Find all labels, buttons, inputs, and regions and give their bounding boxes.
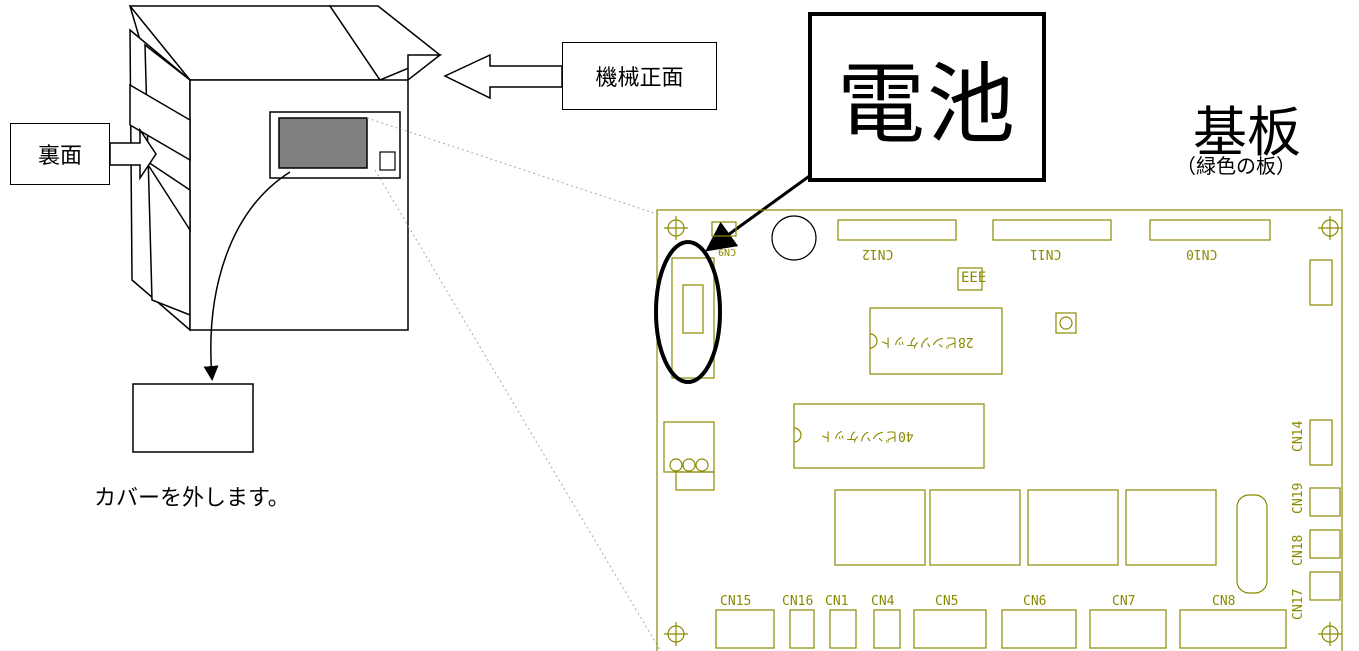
pcb-label-cn11: CN11 (1030, 246, 1062, 261)
pcb-label-cn18: CN18 (1291, 534, 1306, 566)
projection-line-bottom (374, 169, 661, 651)
pcb-label-cn8: CN8 (1212, 594, 1236, 609)
pcb-label-cn7: CN7 (1112, 594, 1136, 609)
pcb-label-cn12: CN12 (862, 246, 894, 261)
back-arrow (109, 127, 157, 181)
battery-label-box: 電池 (808, 12, 1046, 182)
back-label-box: 裏面 (10, 123, 110, 185)
pcb-label-cn15: CN15 (720, 594, 752, 609)
pcb-label-cn5: CN5 (935, 594, 959, 609)
projection-line-top (366, 117, 661, 216)
front-arrow (443, 53, 563, 100)
pcb-label-cn17: CN17 (1291, 588, 1306, 620)
pcb-dip-switch: EEE (961, 270, 987, 286)
panel-latch (379, 151, 396, 171)
battery-label: 電池 (836, 52, 1017, 156)
cover-note: カバーを外します。 (94, 486, 290, 511)
pcb-label-cn4: CN4 (871, 594, 895, 609)
cover-arrow (203, 171, 291, 381)
removed-cover (132, 383, 254, 453)
pcb-label-cn16: CN16 (782, 594, 814, 609)
pcb-label-cn10: CN10 (1186, 246, 1218, 261)
pcb-label-28pin: 28ピンソケット (880, 334, 974, 349)
back-label: 裏面 (37, 144, 82, 169)
board-subtitle: （緑色の板） (1176, 154, 1296, 178)
control-panel-window (278, 117, 368, 169)
board-title: 基板 (1193, 101, 1301, 164)
pcb-label-40pin: 40ピンソケット (820, 428, 914, 443)
pcb-label-cn9: CN9 (718, 246, 737, 257)
battery-highlight (654, 240, 722, 384)
pcb-label-cn14: CN14 (1291, 420, 1306, 452)
pcb-label-cn6: CN6 (1023, 594, 1047, 609)
pcb-board (656, 209, 1343, 651)
front-label: 機械正面 (595, 66, 684, 91)
front-label-box: 機械正面 (562, 42, 717, 110)
pcb-label-cn1: CN1 (825, 594, 849, 609)
pcb-label-cn19: CN19 (1291, 482, 1306, 514)
